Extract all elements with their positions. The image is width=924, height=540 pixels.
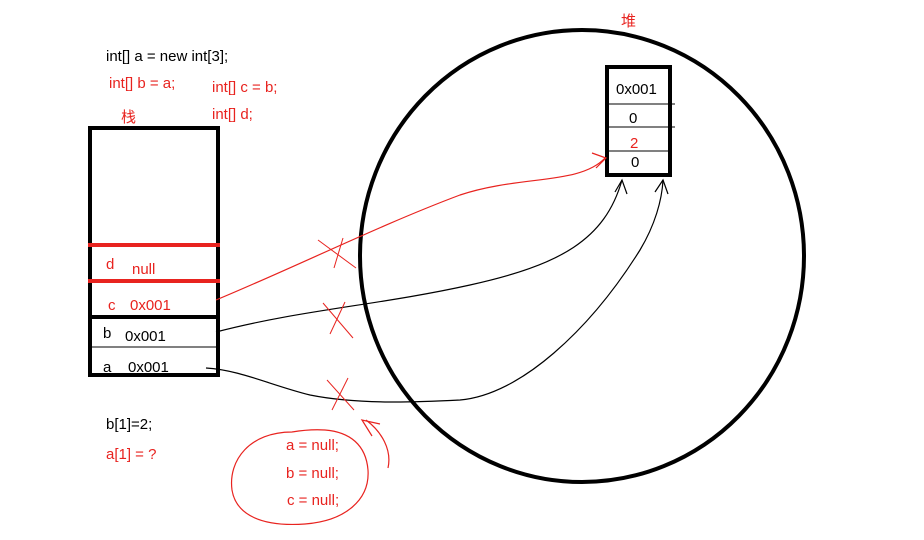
reference-arrowhead-c [591, 152, 608, 169]
reference-arrowhead-a [654, 178, 669, 195]
notes-loop [230, 429, 369, 526]
heap-address: 0x001 [616, 81, 657, 98]
cross-mark-c [317, 237, 357, 269]
stack-var-a-name: a [103, 359, 112, 376]
heap-array-box [605, 65, 672, 177]
heap-label: 堆 [621, 13, 637, 30]
code-line-5: b[1]=2; [106, 416, 153, 433]
note-a-null: a = null; [286, 437, 339, 454]
cross-mark-b [322, 301, 354, 339]
cross-mark-a [326, 377, 355, 411]
code-line-3: int[] c = b; [212, 79, 278, 96]
note-c-null: c = null; [287, 492, 340, 509]
stack-var-d-value: null [132, 261, 156, 278]
stack-var-b-name: b [103, 325, 112, 342]
code-line-4: int[] d; [212, 106, 253, 123]
heap-cell-0: 0 [629, 110, 638, 127]
notes-pointer-head [360, 419, 381, 437]
reference-arrow-a [205, 179, 664, 403]
heap-cell-2: 0 [631, 154, 640, 171]
stack-var-c-name: c [108, 297, 116, 314]
heap-circle [358, 28, 806, 484]
notes-pointer [365, 419, 390, 469]
code-line-1: int[] a = new int[3]; [106, 48, 229, 65]
stack-var-b-value: 0x001 [125, 328, 166, 345]
code-line-2: int[] b = a; [109, 75, 176, 92]
stack-var-a-value: 0x001 [128, 359, 169, 376]
reference-arrowhead-b [614, 178, 628, 195]
note-b-null: b = null; [286, 465, 339, 482]
stack-label: 栈 [121, 109, 137, 126]
code-line-6: a[1] = ? [106, 446, 157, 463]
reference-arrow-b [215, 179, 623, 333]
stack-var-c-value: 0x001 [130, 297, 171, 314]
stack-box [88, 126, 220, 377]
reference-arrow-c [215, 157, 606, 301]
stack-var-d-name: d [106, 256, 115, 273]
heap-cell-1: 2 [630, 135, 639, 152]
